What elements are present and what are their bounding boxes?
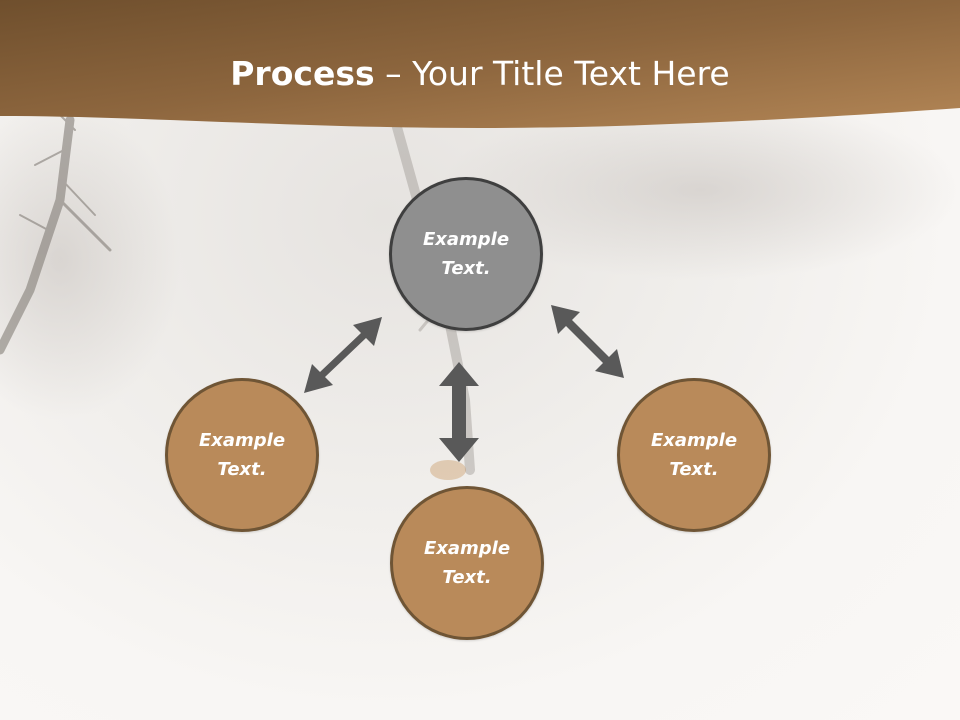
node-bottom-line1: Example — [423, 538, 511, 559]
process-node-center[interactable]: Example Text. — [389, 177, 543, 331]
process-node-bottom[interactable]: Example Text. — [390, 486, 544, 640]
node-bottom-line2: Text. — [442, 567, 492, 588]
process-node-right[interactable]: Example Text. — [617, 378, 771, 532]
node-right-line2: Text. — [669, 459, 719, 480]
node-left-line1: Example — [198, 430, 286, 451]
title-bold: Process — [230, 54, 375, 93]
process-node-left[interactable]: Example Text. — [165, 378, 319, 532]
node-center-line2: Text. — [441, 258, 491, 279]
node-center-line1: Example — [422, 229, 510, 250]
header-band — [0, 0, 960, 128]
slide-title: Process – Your Title Text Here — [0, 52, 960, 96]
title-rest: – Your Title Text Here — [374, 54, 730, 93]
node-left-line2: Text. — [217, 459, 267, 480]
node-right-line1: Example — [650, 430, 738, 451]
